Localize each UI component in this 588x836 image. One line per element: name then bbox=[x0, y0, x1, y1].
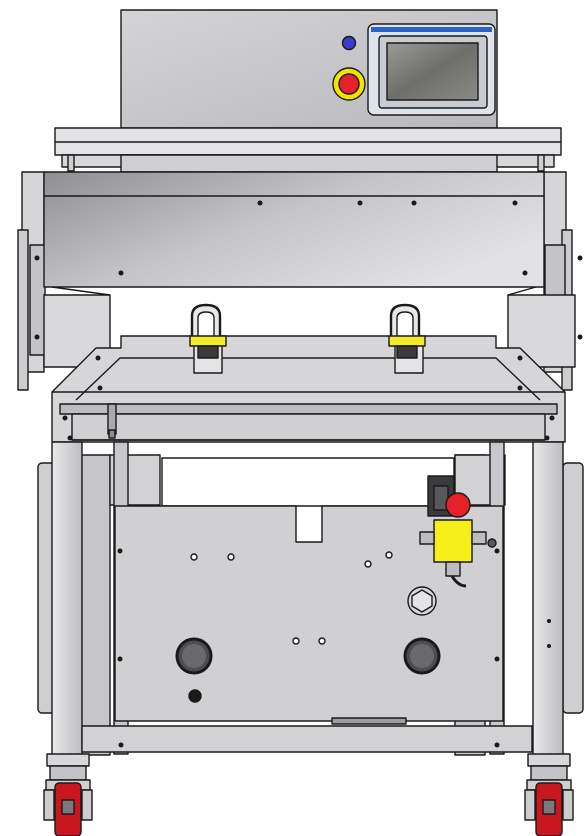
control-box bbox=[120, 9, 498, 129]
indicator-light-icon bbox=[341, 35, 357, 51]
solenoid-valve-icon bbox=[419, 475, 497, 588]
caster-wheel-right-icon bbox=[524, 753, 574, 836]
legs bbox=[51, 441, 564, 763]
front-panel bbox=[114, 505, 504, 725]
hood bbox=[43, 171, 545, 288]
fasteners bbox=[34, 200, 583, 748]
panel-holes bbox=[190, 551, 393, 645]
caster-wheel-left-icon bbox=[43, 753, 93, 836]
base-crossbar bbox=[81, 725, 533, 753]
hopper-frame bbox=[51, 335, 566, 443]
top-plate bbox=[54, 127, 562, 173]
latch-clamp-right-icon bbox=[388, 303, 426, 374]
emergency-stop-button-icon bbox=[332, 67, 366, 101]
latch-clamp-left-icon bbox=[189, 303, 227, 374]
